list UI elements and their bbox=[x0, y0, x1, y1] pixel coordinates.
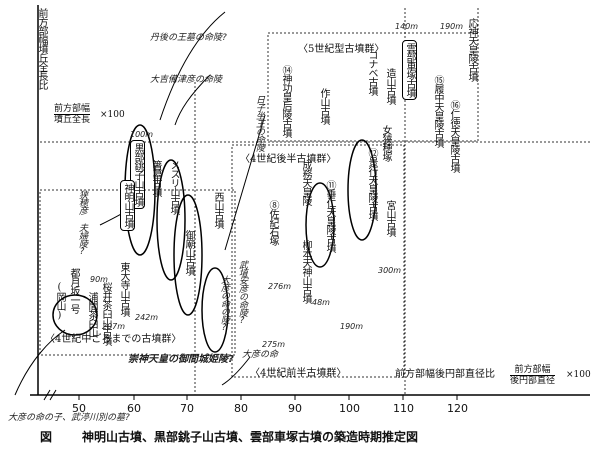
note-ohiko: 大彦の命の陵? bbox=[219, 275, 229, 332]
x-formula-den: 後円部直径 bbox=[510, 376, 556, 386]
y-formula-mult: ×100 bbox=[100, 110, 125, 120]
x-tick-50: 50 bbox=[72, 402, 86, 415]
size-242: 242m bbox=[135, 313, 159, 322]
x-tick-110: 110 bbox=[393, 402, 414, 415]
todaiji-label: 東大寺山古墳 bbox=[118, 262, 129, 316]
group-5c-label: 〈5世紀型古墳群〉 bbox=[298, 44, 385, 55]
sakurai-label: 桜井茶臼山古墳 bbox=[100, 282, 111, 345]
shinmei-label: 神明山古墳 bbox=[120, 180, 135, 231]
y-axis-label: 前方部幅墳丘全長比 bbox=[36, 8, 47, 89]
suinin-ellipse bbox=[305, 182, 335, 268]
sakuyama-label: 作山古墳 bbox=[318, 88, 329, 124]
group-4c-mid-label: 〈4世紀中ごろまでの古墳群〉 bbox=[45, 334, 182, 345]
x-axis-formula: 前方部幅 後円部直径 bbox=[510, 365, 556, 386]
richu-label: ⑮履中天皇陵古墳 bbox=[432, 75, 443, 147]
zozan-label: 造山古墳 bbox=[384, 68, 395, 104]
x-axis-label: 前方部幅後円部直径比 bbox=[395, 369, 495, 380]
size-48: 48m bbox=[312, 298, 330, 307]
caption-prefix: 図 bbox=[40, 430, 53, 444]
size-300: 300m bbox=[378, 266, 402, 275]
note-bottom: 大彦の命の子、武渟川別の墓? bbox=[8, 413, 130, 423]
size-90: 90m bbox=[90, 275, 108, 284]
size-190b: 190m bbox=[340, 322, 364, 331]
group-5c-boundary bbox=[267, 32, 479, 142]
x-tick-100: 100 bbox=[339, 402, 360, 415]
suinin-label: ⑪垂仁天皇陵古墳 bbox=[324, 180, 335, 252]
gotenyama-ellipse bbox=[173, 194, 203, 316]
x-formula-num: 前方部幅 bbox=[510, 365, 556, 376]
gotenyama-label: 御廟山古墳 bbox=[183, 230, 194, 275]
note-mid: 崇神天皇の御間城姫陵? bbox=[128, 354, 234, 365]
caption: 神明山古墳、黒部銚子山古墳、雲部車塚古墳の築造時期推定図 bbox=[82, 430, 419, 444]
group-4c-early-label: 〈4世紀前半古墳群〉 bbox=[250, 368, 347, 379]
size-276: 276m bbox=[268, 282, 292, 291]
x-tick-70: 70 bbox=[180, 402, 194, 415]
keiko-ellipse bbox=[347, 139, 377, 241]
x-tick-120: 120 bbox=[447, 402, 468, 415]
y-formula-num: 前方部幅 bbox=[54, 104, 91, 115]
ojin-label: 応神天皇陵古墳 bbox=[466, 18, 477, 81]
mesuri-label: メスリ山古墳 bbox=[168, 160, 179, 214]
misasa-label: 女狭穂塚 bbox=[380, 125, 391, 161]
mesuri-ellipse bbox=[156, 159, 186, 281]
note-sayama: 狭穂彦 夫婦陵? bbox=[77, 190, 87, 256]
y-formula-den: 墳丘全長 bbox=[54, 115, 91, 125]
note-ohiko-bottom: 大彦の命 bbox=[242, 350, 279, 360]
konabe-label: コナベ古墳 bbox=[366, 50, 377, 95]
uraaida-label: 浦間茶臼山 bbox=[86, 292, 97, 337]
sakiishizuka-label: ⑧佐紀石塚 bbox=[267, 200, 278, 245]
yanagimoto-label: 柳本天神山古墳 bbox=[300, 240, 311, 303]
x-formula-mult: ×100 bbox=[566, 370, 591, 380]
note-tango: 丹後の王墓の命陵? bbox=[150, 33, 227, 43]
tsudo-ellipse bbox=[52, 294, 98, 336]
seimu-label: 成務天皇陵 bbox=[300, 160, 311, 205]
keiko-label: ⑫景行天皇陵古墳 bbox=[366, 148, 377, 220]
x-tick-90: 90 bbox=[288, 402, 302, 415]
size-140: 140m bbox=[395, 22, 419, 31]
size-100: 100m bbox=[130, 130, 154, 139]
itsukushima-label: ⑭神功皇后陵古墳 bbox=[280, 65, 291, 137]
note-takehani: 武埴安彦の命陵? bbox=[237, 260, 247, 325]
kumobe-label: 雲部車塚古墳 bbox=[402, 40, 417, 100]
y-axis-formula: 前方部幅 墳丘全長 bbox=[54, 104, 91, 125]
group-4c-late-boundary bbox=[231, 144, 405, 378]
size-190: 190m bbox=[440, 22, 464, 31]
size-275: 275m bbox=[262, 340, 286, 349]
miyayama-label: 宮山古墳 bbox=[384, 200, 395, 236]
group-4c-late-label: 〈4世紀後半古墳群〉 bbox=[240, 154, 337, 165]
hashihaka-label: 箸墓古墳 bbox=[150, 160, 161, 196]
ohiko-ellipse bbox=[201, 267, 229, 353]
okayama-label: (岡山) bbox=[54, 282, 65, 320]
nishiyama-label: 西山古墳 bbox=[212, 192, 223, 228]
size-207: 207m bbox=[102, 322, 126, 331]
x-tick-60: 60 bbox=[127, 402, 141, 415]
nintoku-label: ⑯仁徳天皇陵古墳 bbox=[448, 100, 459, 172]
note-hiko: 日子坐王の命陵 bbox=[254, 95, 264, 151]
x-tick-80: 80 bbox=[234, 402, 248, 415]
tsudo-label: 都月坂一号 bbox=[68, 268, 79, 313]
note-kibi: 大吉備津彦の命陵 bbox=[150, 75, 223, 85]
